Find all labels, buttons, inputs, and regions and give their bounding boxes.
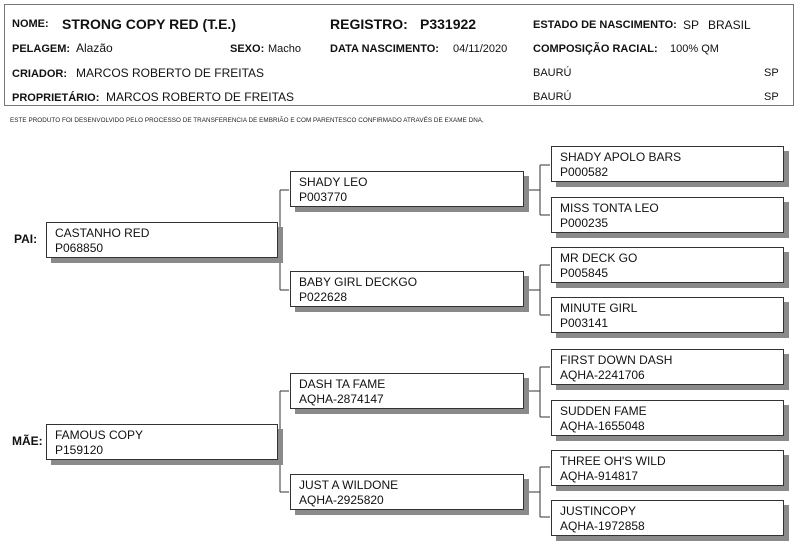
dam-box: FAMOUS COPY P159120	[46, 424, 278, 460]
horse-name: BABY GIRL DECKGO	[299, 275, 418, 289]
horse-registration: P159120	[55, 443, 104, 457]
horse-registration: P000582	[560, 165, 609, 179]
ggp-box-6: SUDDEN FAME AQHA-1655048	[551, 400, 784, 436]
pelagem-label: PELAGEM:	[12, 43, 71, 55]
ggp-box-4: MINUTE GIRL P003141	[551, 297, 784, 333]
proprietario-label: PROPRIETÁRIO:	[12, 92, 100, 104]
horse-name: THREE OH'S WILD	[560, 454, 666, 468]
horse-registration: P003141	[560, 316, 609, 330]
horse-name: JUST A WILDONE	[299, 478, 399, 492]
horse-name: FIRST DOWN DASH	[560, 353, 673, 367]
nome-label: NOME:	[12, 18, 49, 30]
ggp-box-1: SHADY APOLO BARS P000582	[551, 146, 784, 182]
horse-registration: P022628	[299, 290, 348, 304]
pais-value: BRASIL	[708, 18, 751, 32]
ggp-box-3: MR DECK GO P005845	[551, 247, 784, 283]
mae-label: MÃE:	[12, 434, 43, 448]
registro-label: REGISTRO:	[330, 16, 408, 32]
ggp-box-8: JUSTINCOPY AQHA-1972858	[551, 500, 784, 536]
horse-name: MISS TONTA LEO	[560, 201, 659, 215]
header-panel	[4, 4, 794, 106]
horse-name: MINUTE GIRL	[560, 301, 638, 315]
sexo-label: SEXO:	[230, 43, 265, 55]
ggp-box-7: THREE OH'S WILD AQHA-914817	[551, 450, 784, 486]
horse-registration: P005845	[560, 266, 609, 280]
sire-box: CASTANHO RED P068850	[46, 222, 278, 258]
dam-sire-box: DASH TA FAME AQHA-2874147	[290, 373, 524, 409]
estado-value: SP	[683, 18, 700, 32]
horse-registration: P000235	[560, 216, 609, 230]
proprietario-value: MARCOS ROBERTO DE FREITAS	[106, 90, 295, 104]
ggp-box-2: MISS TONTA LEO P000235	[551, 197, 784, 233]
proprietario-cidade: BAURÚ	[533, 91, 572, 103]
dam-dam-box: JUST A WILDONE AQHA-2925820	[290, 474, 524, 510]
horse-name: SUDDEN FAME	[560, 404, 647, 418]
estado-label: ESTADO DE NASCIMENTO:	[533, 19, 677, 31]
horse-registration: AQHA-2241706	[560, 368, 645, 382]
horse-name: MR DECK GO	[560, 251, 638, 265]
sire-sire-box: SHADY LEO P003770	[290, 171, 524, 207]
sire-dam-box: BABY GIRL DECKGO P022628	[290, 271, 524, 307]
horse-registration: AQHA-1655048	[560, 419, 645, 433]
nascimento-label: DATA NASCIMENTO:	[330, 43, 439, 55]
horse-name: SHADY APOLO BARS	[560, 150, 682, 164]
pelagem-value: Alazão	[76, 41, 113, 55]
nascimento-value: 04/11/2020	[453, 43, 508, 55]
registro-value: P331922	[420, 16, 477, 32]
horse-name: FAMOUS COPY	[55, 428, 144, 442]
horse-registration: AQHA-1972858	[560, 519, 645, 533]
horse-registration: AQHA-914817	[560, 469, 639, 483]
horse-name: SHADY LEO	[299, 175, 368, 189]
horse-name: DASH TA FAME	[299, 377, 386, 391]
horse-name: CASTANHO RED	[55, 226, 150, 240]
proprietario-uf: SP	[764, 91, 779, 103]
horse-name: JUSTINCOPY	[560, 504, 637, 518]
sexo-value: Macho	[268, 43, 302, 55]
composicao-value: 100% QM	[670, 43, 719, 55]
composicao-label: COMPOSIÇÃO RACIAL:	[533, 43, 658, 55]
criador-value: MARCOS ROBERTO DE FREITAS	[76, 66, 265, 80]
criador-label: CRIADOR:	[12, 68, 67, 80]
horse-registration: AQHA-2874147	[299, 392, 384, 406]
embryo-transfer-note: ESTE PRODUTO FOI DESENVOLVIDO PELO PROCE…	[10, 117, 484, 124]
horse-registration: AQHA-2925820	[299, 493, 384, 507]
ggp-box-5: FIRST DOWN DASH AQHA-2241706	[551, 349, 784, 385]
criador-cidade: BAURÚ	[533, 67, 572, 79]
criador-uf: SP	[764, 67, 779, 79]
pai-label: PAI:	[14, 232, 38, 246]
horse-registration: P068850	[55, 241, 104, 255]
animal-name: STRONG COPY RED (T.E.)	[62, 16, 236, 32]
horse-registration: P003770	[299, 190, 348, 204]
